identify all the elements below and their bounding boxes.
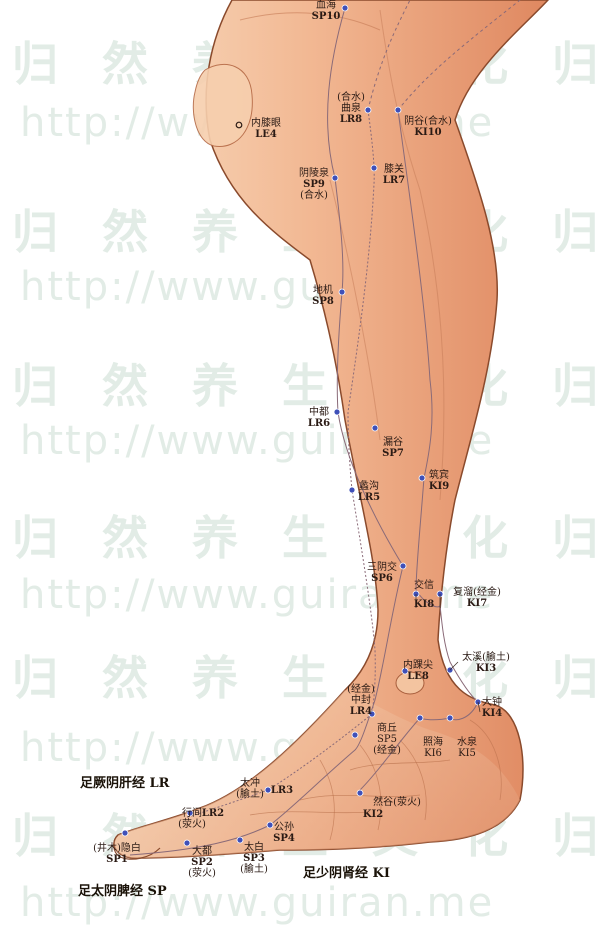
sp10-dot <box>342 5 348 11</box>
point-label-ki5: 水泉KI5 <box>457 737 477 759</box>
ki6-dot <box>417 715 423 721</box>
point-label-ki8: 交信KI8 <box>414 580 434 610</box>
point-label-ki2: 然谷(荥火) <box>373 797 421 808</box>
sp7-dot <box>372 425 378 431</box>
point-label-ki2-code: KI2 <box>363 809 383 820</box>
meridian-label-sp: 足太阴脾经 SP <box>78 880 167 899</box>
point-label-ki9: 筑宾KI9 <box>429 470 449 492</box>
sp1-dot <box>122 830 128 836</box>
meridian-label-lr: 足厥阴肝经 LR <box>80 772 169 791</box>
kneecap <box>193 64 252 146</box>
sp9-dot <box>332 175 338 181</box>
ki2-dot <box>357 790 363 796</box>
point-label-lr4: (经金)中封LR4 <box>347 684 375 717</box>
sp5-dot <box>352 732 358 738</box>
point-label-sp1: (井木)隐白SP1 <box>93 843 141 865</box>
point-label-sp5: 商丘SP5(经金) <box>373 723 401 756</box>
point-label-lr3-code: LR3 <box>271 785 293 796</box>
point-label-sp2: 大都SP2(荥火) <box>188 846 216 879</box>
point-label-sp6: 三阴交SP6 <box>367 562 397 584</box>
point-label-ki4: 大钟KI4 <box>482 697 502 719</box>
point-label-sp3: 太白SP3(腧土) <box>240 842 268 875</box>
point-label-sp10: 血海SP10 <box>312 0 341 22</box>
point-label-ki6: 照海KI6 <box>423 737 443 759</box>
point-label-le8: 内踝尖LE8 <box>403 660 433 682</box>
point-label-lr3: 太冲(腧土) <box>236 778 264 800</box>
point-label-sp4: 公孙SP4 <box>273 822 295 844</box>
point-label-ki10: 阴谷(合水)KI10 <box>404 116 452 138</box>
sp4-dot <box>267 822 273 828</box>
point-label-ki7: 复溜(经金)KI7 <box>453 587 501 609</box>
lr8-dot <box>365 107 371 113</box>
ki5-dot <box>447 715 453 721</box>
point-label-lr2-code: LR2 <box>202 808 224 819</box>
lr6-dot <box>334 409 340 415</box>
point-label-le4: 内膝眼LE4 <box>251 118 281 140</box>
point-label-lr7: 膝关LR7 <box>383 164 405 186</box>
sp8-dot <box>339 289 345 295</box>
ki10-dot <box>395 107 401 113</box>
lr5-dot <box>349 487 355 493</box>
ki9-dot <box>419 475 425 481</box>
point-label-lr8: (合水)曲泉LR8 <box>337 92 365 125</box>
point-label-sp8: 地机SP8 <box>312 285 334 307</box>
lr7-dot <box>371 165 377 171</box>
point-label-sp9: 阴陵泉SP9(合水) <box>299 168 329 201</box>
sp6-dot <box>400 563 406 569</box>
point-label-lr6: 中都LR6 <box>308 407 330 429</box>
meridian-label-ki: 足少阴肾经 KI <box>303 862 390 881</box>
point-label-sp7: 漏谷SP7 <box>382 437 404 459</box>
point-label-ki3: 太溪(腧土)KI3 <box>462 652 510 674</box>
point-label-lr5: 蠡沟LR5 <box>358 481 380 503</box>
